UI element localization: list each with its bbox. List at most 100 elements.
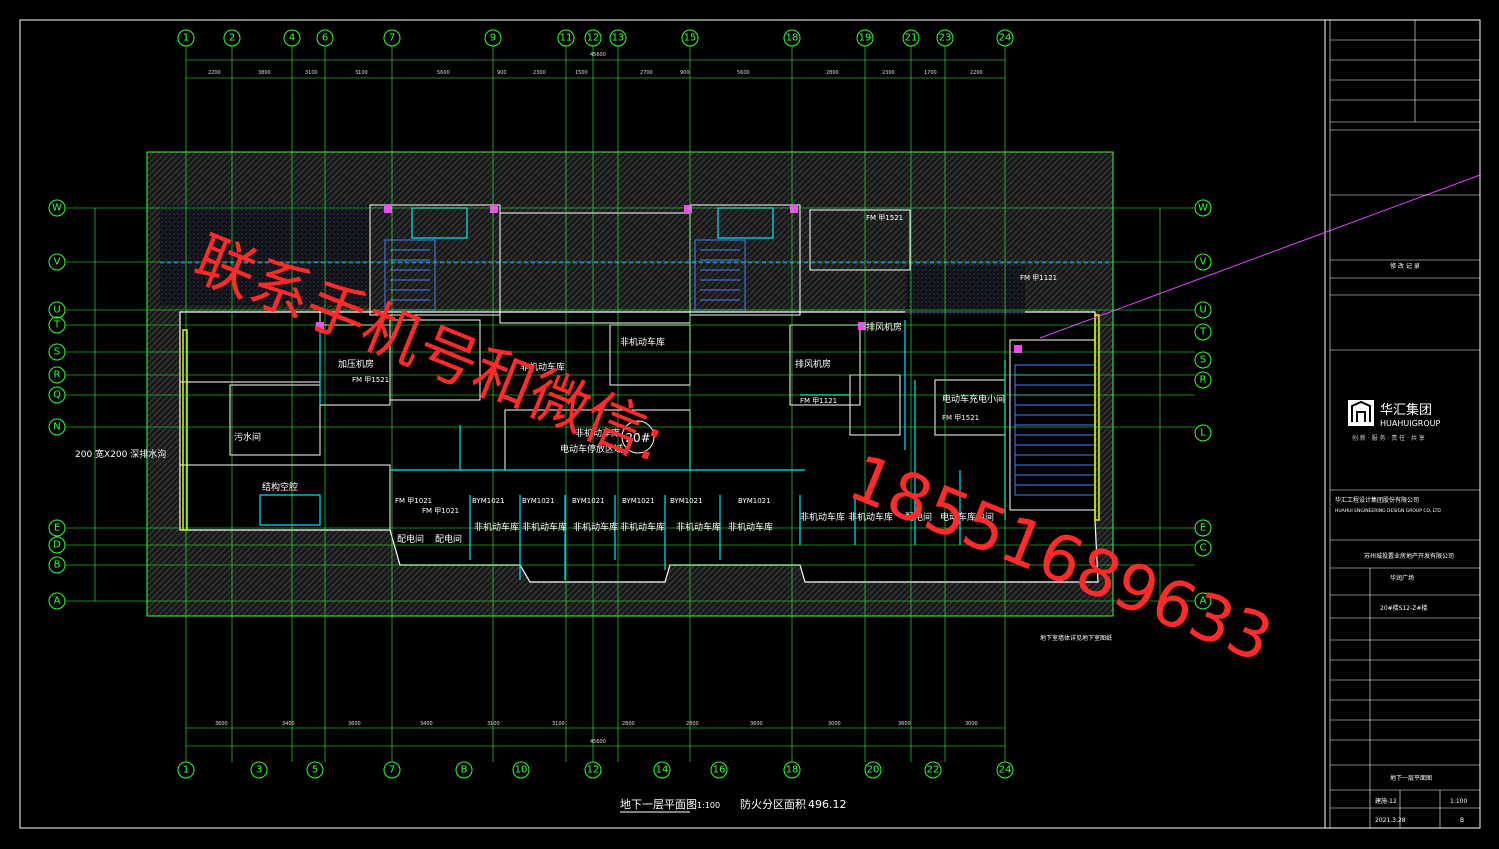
grid-right-W: W [1194, 199, 1212, 217]
svg-text:9: 9 [490, 33, 496, 44]
room-store: 非机动车库 [800, 511, 845, 523]
svg-text:3: 3 [256, 765, 262, 776]
subproject: 20#楼S12-Z#楼 [1380, 604, 1427, 612]
svg-text:W: W [1198, 203, 1208, 214]
room-bikes-1: 非机动车库 [520, 361, 565, 373]
svg-text:6: 6 [322, 33, 328, 44]
door-tag: FM 甲1021 [422, 507, 459, 515]
grid-top-21: 21 [902, 29, 920, 47]
grid-left-T: T [48, 316, 66, 334]
grid-right-V: V [1194, 253, 1212, 271]
door-tag: FM 甲1521 [352, 376, 389, 384]
door-tags: FM 甲1521 FM 甲1521 FM 甲1021 FM 甲1021 FM 甲… [352, 214, 1057, 515]
room-bikes-center: 非机动车库 [575, 427, 620, 439]
grid-left-Q: Q [48, 386, 66, 404]
svg-text:S: S [1200, 355, 1206, 366]
dim-bottom: 2800 [686, 721, 699, 727]
svg-text:2: 2 [229, 33, 235, 44]
svg-text:V: V [1200, 257, 1207, 268]
grid-bottom-7: 7 [383, 761, 401, 779]
grid-top-1: 1 [177, 29, 195, 47]
grid-top-18: 18 [783, 29, 801, 47]
grid-top-13: 13 [609, 29, 627, 47]
dim-top: 5600 [737, 70, 750, 76]
room-store: 非机动车库 [676, 521, 721, 533]
dim-top: 2300 [533, 70, 546, 76]
svg-text:E: E [54, 523, 60, 534]
logo-en: HUAHUIGROUP [1380, 419, 1440, 428]
dim-top: 2300 [882, 70, 895, 76]
svg-text:A: A [54, 596, 61, 607]
grid-left-R: R [48, 366, 66, 384]
room-bikes-2: 非机动车库 [620, 336, 665, 348]
left-note: 200 宽X200 深排水沟 [75, 448, 166, 460]
dim-top: 900 [497, 70, 507, 76]
footer-title: 地下一层平面图 [620, 798, 697, 811]
grid-left: W V U T S R Q N E D B A [48, 199, 66, 610]
svg-text:U: U [1199, 305, 1206, 316]
svg-text:12: 12 [587, 765, 600, 776]
dims-bottom: 3600 3400 3600 3400 3100 3100 2800 2800 … [215, 721, 978, 745]
company-logo: 华汇集团 HUAHUIGROUP 创 新 · 服 务 · 责 任 · 共 享 [1348, 400, 1440, 442]
grid-left-N: N [48, 418, 66, 436]
revision-header: 修 改 记 录 [1390, 262, 1420, 270]
door-tag: BYM1021 [472, 497, 505, 505]
grid-bottom-5: 5 [306, 761, 324, 779]
dim-bottom: 3100 [552, 721, 565, 727]
grid-top-12: 12 [584, 29, 602, 47]
grid-top-4: 4 [283, 29, 301, 47]
room-labels: 排风机房 排风机房 加压机房 污水间 非机动车库 非机动车库 非机动车库 电动车… [234, 321, 1005, 545]
logo-slogan: 创 新 · 服 务 · 责 任 · 共 享 [1352, 434, 1425, 442]
tb-date: 2021.3.28 [1375, 817, 1406, 824]
grid-bottom-18: 18 [783, 761, 801, 779]
dim-bottom: 3100 [487, 721, 500, 727]
tb-scale: 1:100 [1450, 798, 1467, 805]
grid-top: 1 2 4 6 7 9 11 12 13 15 18 19 21 23 24 [177, 29, 1014, 47]
svg-text:7: 7 [389, 33, 395, 44]
grid-top-15: 15 [681, 29, 699, 47]
svg-text:13: 13 [612, 33, 625, 44]
grid-right: W V U T S R L E C A [1194, 199, 1212, 610]
svg-text:15: 15 [684, 33, 697, 44]
building-badge: 20# [621, 420, 655, 454]
door-tag: BYM1021 [572, 497, 605, 505]
svg-text:11: 11 [560, 33, 573, 44]
dim-top: 2200 [208, 70, 221, 76]
svg-text:23: 23 [939, 33, 952, 44]
svg-text:24: 24 [999, 33, 1012, 44]
dim-top: 2200 [970, 70, 983, 76]
svg-text:4: 4 [289, 33, 295, 44]
svg-text:B: B [461, 765, 468, 776]
grid-top-24: 24 [996, 29, 1014, 47]
title-block [1329, 19, 1481, 829]
svg-text:R: R [54, 370, 61, 381]
dim-top: 3100 [355, 70, 368, 76]
svg-text:21: 21 [905, 33, 918, 44]
grid-bottom-22: 22 [924, 761, 942, 779]
footer-area-value: 496.12 [808, 798, 847, 811]
room-ebike-room: 电动车库中间 [940, 511, 994, 523]
dim-top: 2800 [826, 70, 839, 76]
grid-right-U: U [1194, 301, 1212, 319]
svg-text:L: L [1200, 428, 1206, 439]
room-store: 非机动车库 [573, 521, 618, 533]
svg-text:20: 20 [867, 765, 880, 776]
footer-scale: 1:100 [697, 801, 720, 810]
dim-bottom: 3600 [750, 721, 763, 727]
svg-text:U: U [53, 305, 60, 316]
svg-text:R: R [1200, 375, 1207, 386]
door-tag: BYM1021 [522, 497, 555, 505]
dim-bottom: 3600 [898, 721, 911, 727]
grid-left-S: S [48, 343, 66, 361]
room-store: 非机动车库 [522, 521, 567, 533]
svg-text:7: 7 [389, 765, 395, 776]
svg-text:E: E [1200, 523, 1206, 534]
room-sewage: 污水间 [234, 431, 261, 443]
svg-text:12: 12 [587, 33, 600, 44]
grid-left-A: A [48, 592, 66, 610]
grid-left-V: V [48, 253, 66, 271]
drawing-name: 地下一层平面图 [1390, 774, 1432, 782]
grid-left-B: B [48, 556, 66, 574]
grid-top-7: 7 [383, 29, 401, 47]
